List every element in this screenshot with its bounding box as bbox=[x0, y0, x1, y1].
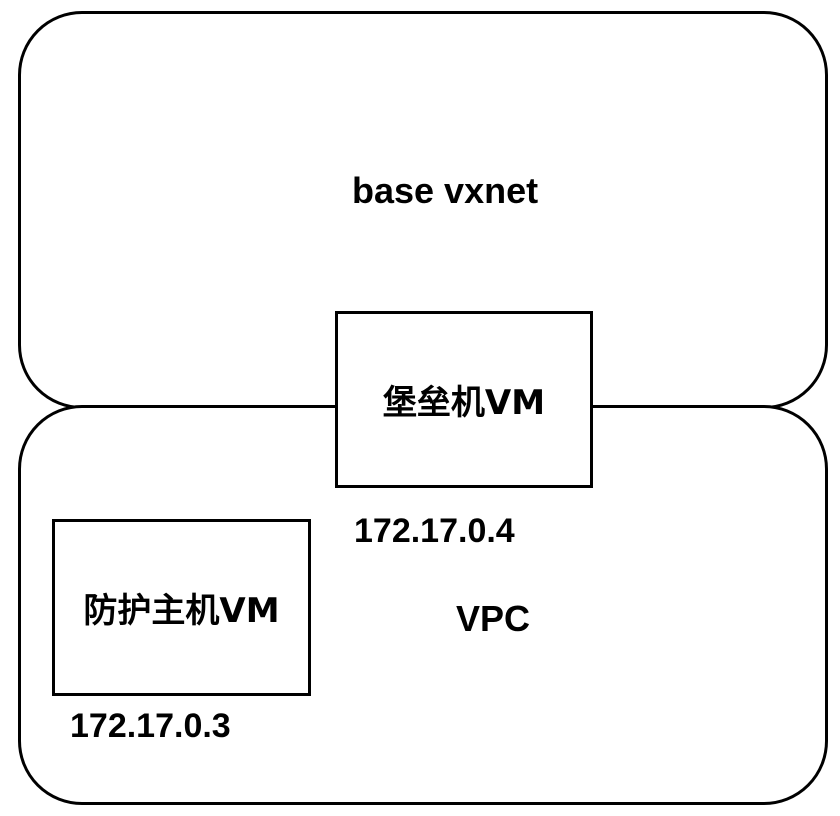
protected-host-vm-ip: 172.17.0.3 bbox=[70, 707, 231, 745]
vpc-label: VPC bbox=[456, 598, 531, 639]
bastion-vm-label: 堡垒机VM bbox=[382, 383, 546, 423]
protected-host-vm-label: 防护主机VM bbox=[83, 591, 280, 631]
base-vxnet-label: base vxnet bbox=[352, 170, 539, 211]
bastion-vm-ip: 172.17.0.4 bbox=[354, 512, 515, 550]
bastion-vm-node: 堡垒机VM bbox=[335, 311, 593, 488]
protected-host-vm-node: 防护主机VM bbox=[52, 519, 311, 696]
